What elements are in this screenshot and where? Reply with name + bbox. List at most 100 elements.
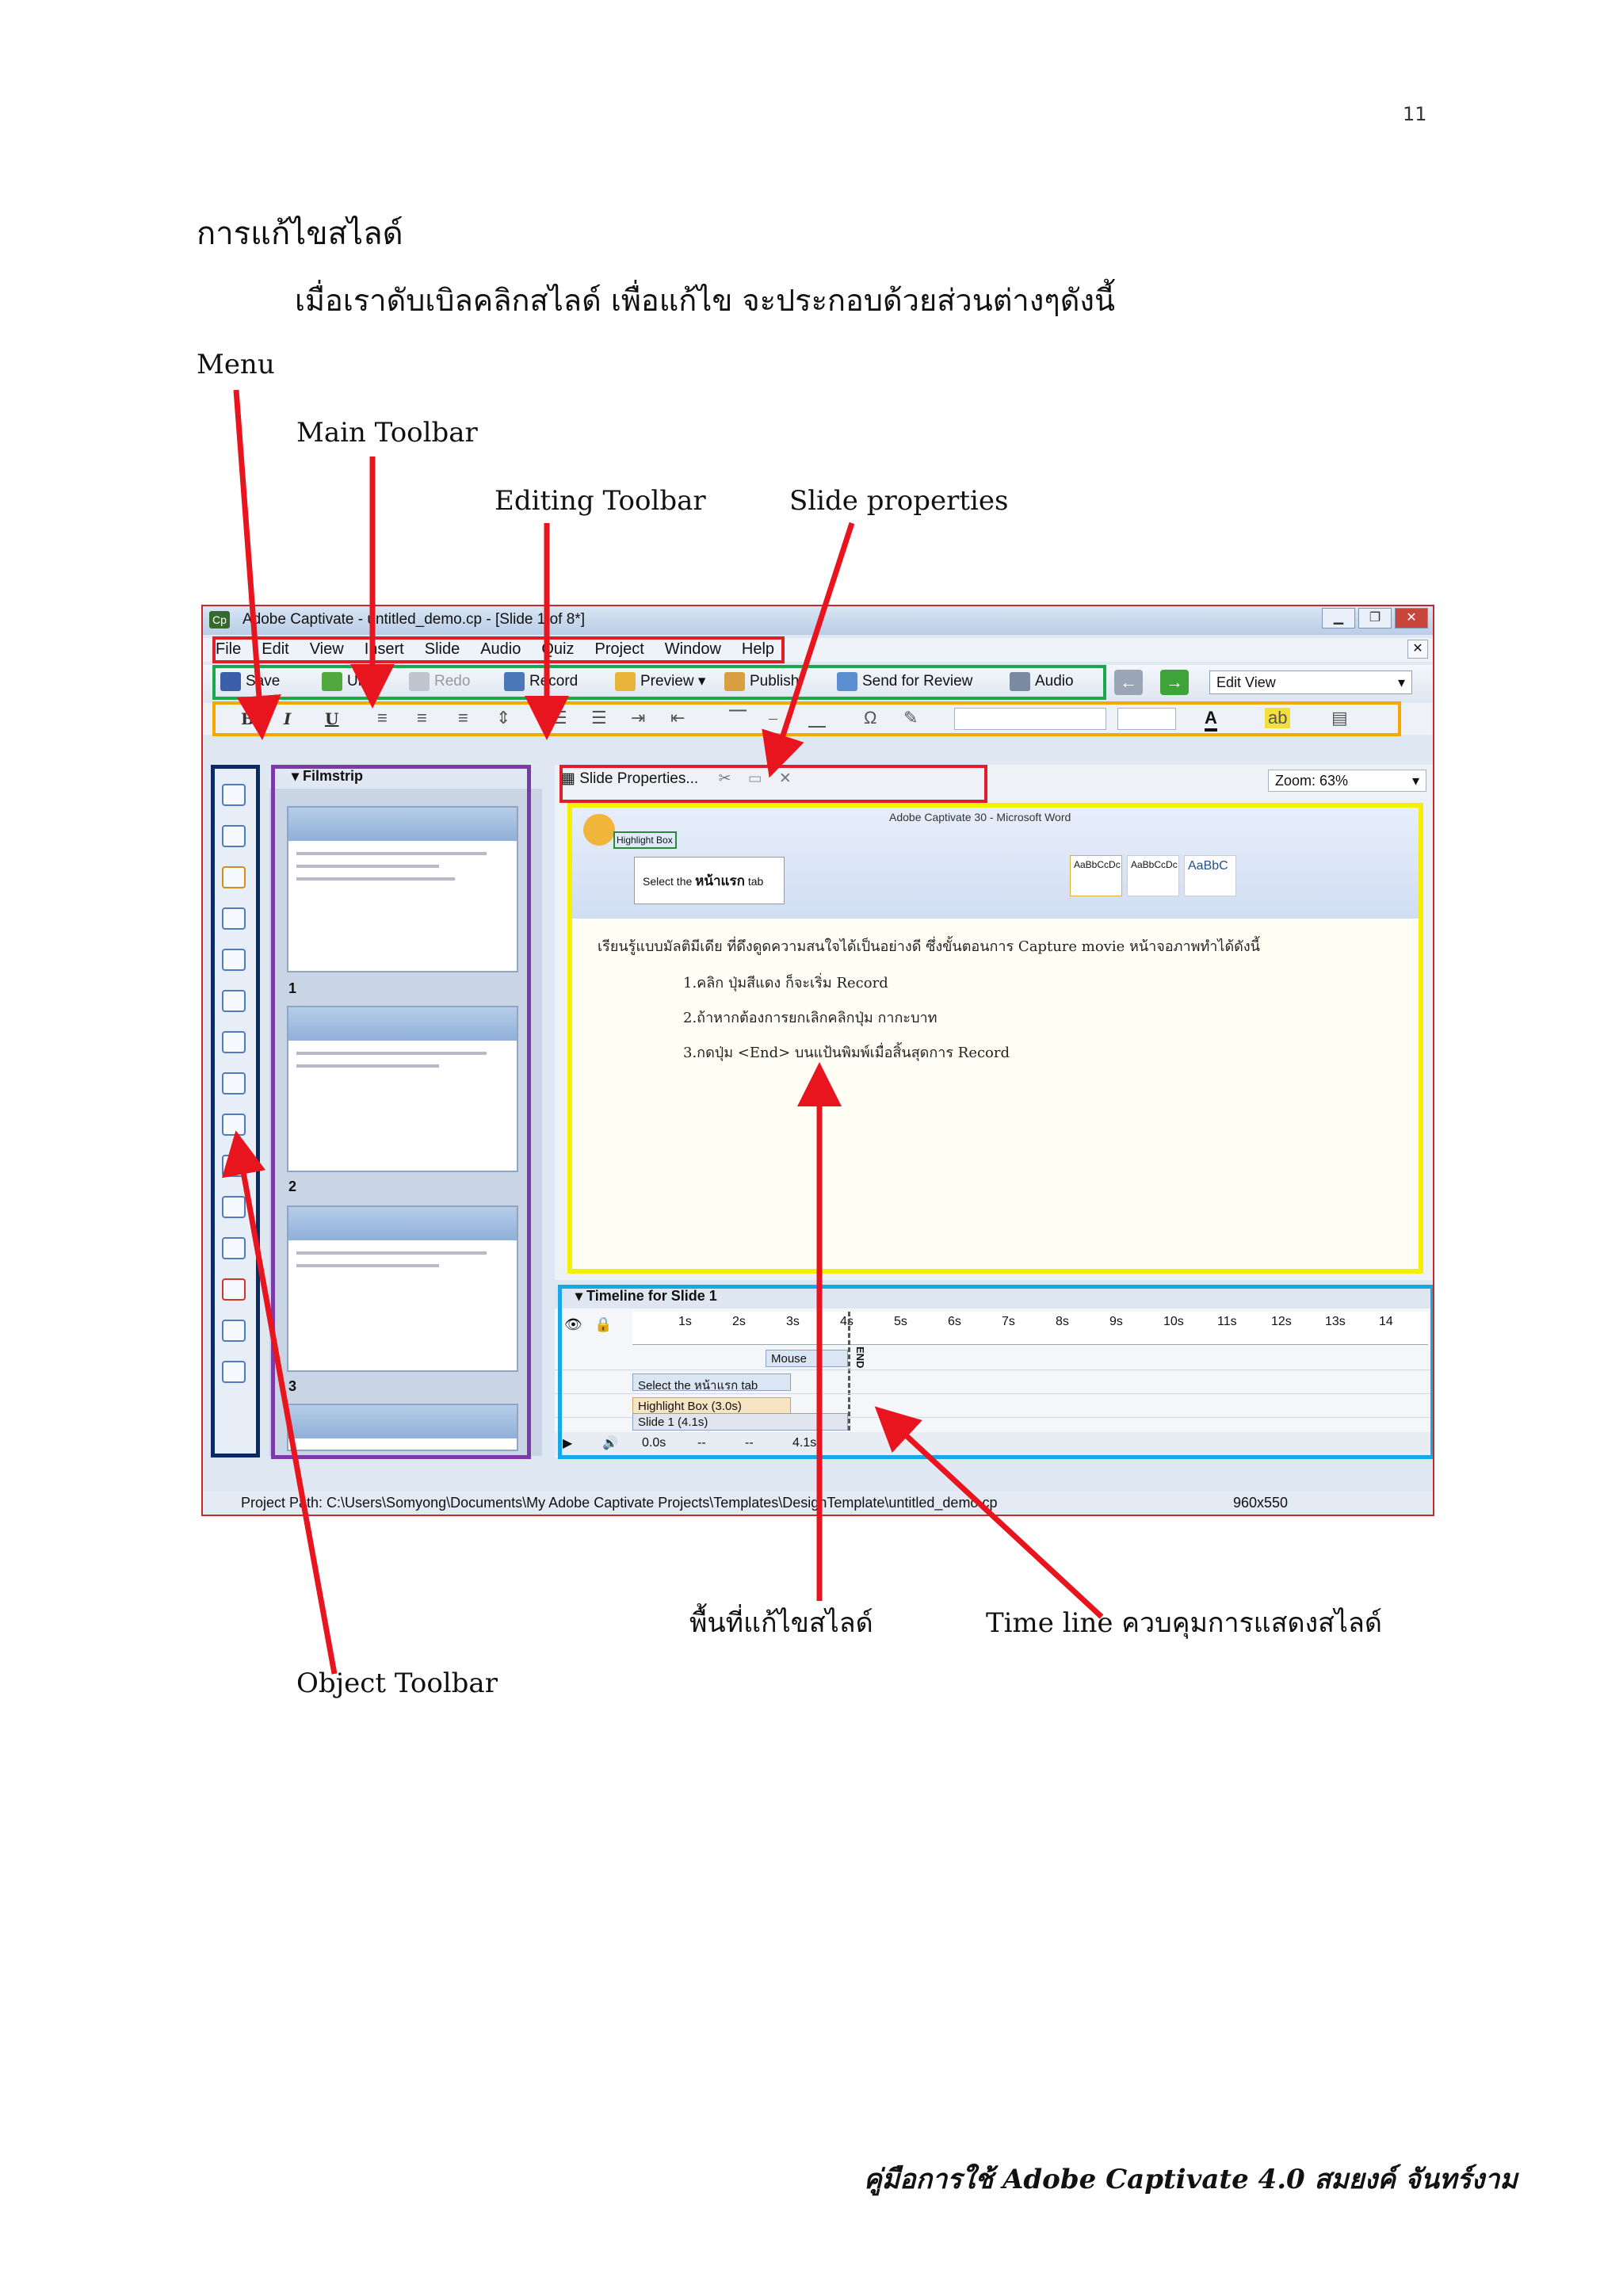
publish-button[interactable]: Publish [724, 672, 799, 691]
timeline-row[interactable]: Mouse [555, 1347, 1433, 1370]
slide-thumbnail[interactable] [287, 806, 518, 972]
zoom-select[interactable]: Zoom: 63%▾ [1268, 770, 1426, 792]
copy-icon[interactable]: ▭ [747, 770, 762, 787]
caption-tooltip[interactable]: Select the หน้าแรก tab [634, 857, 785, 904]
menu-item-edit[interactable]: Edit [262, 640, 289, 658]
speaker-icon[interactable]: 🔊 [602, 1437, 618, 1450]
timeline-object-bar[interactable]: Mouse [766, 1350, 848, 1367]
filmstrip-header: ▾ Filmstrip [269, 765, 542, 789]
text-properties-icon[interactable]: ▤ [1331, 708, 1348, 728]
captured-window-title: Adobe Captivate 30 - Microsoft Word [889, 811, 1071, 823]
menu-item-slide[interactable]: Slide [424, 640, 460, 658]
audio-button[interactable]: Audio [1010, 672, 1074, 691]
menu-item-audio[interactable]: Audio [480, 640, 521, 658]
align-right-icon[interactable]: ≡ [458, 708, 468, 728]
menu-item-quiz[interactable]: Quiz [541, 640, 575, 658]
main-toolbar: Save Undo Redo Record Preview ▾ Publish … [203, 665, 1433, 700]
menu-item-window[interactable]: Window [664, 640, 721, 658]
back-arrow-icon[interactable]: ← [1114, 670, 1143, 695]
save-button[interactable]: Save [220, 672, 280, 691]
text-entry-box-icon[interactable] [222, 990, 246, 1012]
slide-thumbnail[interactable] [287, 1205, 518, 1372]
redo-button[interactable]: Redo [409, 672, 470, 691]
zoom-area-icon[interactable] [222, 949, 246, 971]
object-toolbar-arrow [221, 1130, 338, 1675]
footer-credit: คู่มือการใช้ Adobe Captivate 4.0 สมยงค์ … [864, 2164, 1518, 2195]
slide-stage[interactable]: Adobe Captivate 30 - Microsoft Word High… [567, 803, 1423, 1274]
line-spacing-icon[interactable]: ⇕ [496, 708, 511, 728]
flv-video-icon[interactable] [222, 1278, 246, 1301]
button-icon[interactable] [222, 1072, 246, 1095]
underline-button[interactable]: U [325, 709, 339, 728]
play-icon[interactable]: ▶ [563, 1437, 573, 1450]
highlight-color-icon[interactable]: ab [1265, 708, 1291, 728]
close-icon[interactable]: ✕ [1395, 608, 1428, 628]
menu-item-view[interactable]: View [309, 640, 344, 658]
timeline-header: ▾ Timeline for Slide 1 [555, 1285, 1433, 1308]
send-for-review-button[interactable]: Send for Review [837, 672, 972, 691]
align-center-icon[interactable]: ≡ [417, 708, 427, 728]
forward-arrow-icon[interactable]: → [1160, 670, 1189, 695]
indent-icon[interactable]: ⇥ [631, 708, 646, 728]
eye-icon[interactable]: 👁 [564, 1316, 582, 1332]
timeline-object-bar[interactable]: Slide 1 (4.1s) [632, 1413, 848, 1431]
italic-button[interactable]: I [284, 709, 292, 728]
align-top-icon[interactable]: ⎺ [729, 708, 747, 728]
object-toolbar-highlight-frame [211, 765, 260, 1457]
record-icon [504, 672, 525, 691]
menu-item-help[interactable]: Help [741, 640, 775, 658]
slide-properties-button[interactable]: ▦ Slide Properties... ✂ ▭ ✕ [561, 770, 792, 787]
bullet-list-icon[interactable]: ☰ [591, 708, 607, 728]
font-color-icon[interactable]: A [1205, 708, 1217, 732]
highlight-box-object[interactable]: Highlight Box [613, 831, 677, 849]
document-close-icon[interactable]: ✕ [1407, 640, 1428, 659]
rollover-image-icon[interactable] [222, 1196, 246, 1218]
timeline-tick-label: 13s [1325, 1315, 1346, 1328]
align-middle-icon[interactable]: ⎯ [769, 708, 778, 728]
minimize-icon[interactable]: ▁ [1322, 608, 1355, 628]
slide-editing-area: ▦ Slide Properties... ✂ ▭ ✕ Zoom: 63%▾ A… [555, 765, 1433, 1280]
chevron-down-icon: ▾ [1397, 674, 1405, 690]
variable-icon[interactable]: ✎ [903, 708, 918, 728]
timeline-object-bar[interactable]: Highlight Box (3.0s) [632, 1397, 791, 1415]
slide-thumbnail[interactable] [287, 1404, 518, 1451]
symbol-button[interactable]: Ω [864, 708, 877, 728]
align-left-icon[interactable]: ≡ [377, 708, 388, 728]
slidelet-icon[interactable] [222, 1320, 246, 1342]
captivate-logo-icon: Cp [209, 611, 230, 628]
slide-number: 2 [288, 1179, 297, 1194]
animation-icon[interactable] [222, 1237, 246, 1259]
lock-icon[interactable]: 🔒 [594, 1316, 613, 1332]
timeline-highlight-frame [558, 1285, 1433, 1459]
preview-button[interactable]: Preview ▾ [615, 672, 705, 691]
restore-icon[interactable]: ❐ [1358, 608, 1392, 628]
outdent-icon[interactable]: ⇤ [670, 708, 685, 728]
slide-thumbnail[interactable] [287, 1006, 518, 1172]
timeline-row[interactable]: Highlight Box (3.0s) [555, 1394, 1433, 1418]
timeline-object-bar[interactable]: Select the หน้าแรก tab [632, 1373, 791, 1392]
click-box-icon[interactable] [222, 1031, 246, 1053]
time-field: -- [697, 1436, 706, 1450]
rollover-caption-icon[interactable] [222, 825, 246, 847]
highlight-box-icon[interactable] [222, 866, 246, 888]
view-select[interactable]: Edit View▾ [1209, 670, 1412, 694]
font-name-select[interactable] [954, 708, 1106, 730]
save-icon [220, 672, 241, 691]
time-field: -- [745, 1436, 754, 1450]
text-caption-icon[interactable] [222, 784, 246, 806]
timeline-tick-label: 8s [1056, 1315, 1069, 1328]
align-bottom-icon[interactable]: ⎽ [808, 708, 827, 728]
font-size-select[interactable] [1117, 708, 1176, 730]
menu-item-file[interactable]: File [216, 640, 242, 658]
timeline-row[interactable]: Select the หน้าแรก tab [555, 1370, 1433, 1394]
mouse-icon[interactable] [222, 907, 246, 930]
record-button[interactable]: Record [504, 672, 578, 691]
timeline-tick-label: 14 [1379, 1315, 1393, 1328]
widget-icon[interactable] [222, 1361, 246, 1383]
timeline-tick-label: 11s [1217, 1315, 1237, 1328]
menu-item-project[interactable]: Project [594, 640, 644, 658]
playhead[interactable] [848, 1312, 850, 1431]
cut-icon[interactable]: ✂ [718, 770, 731, 787]
